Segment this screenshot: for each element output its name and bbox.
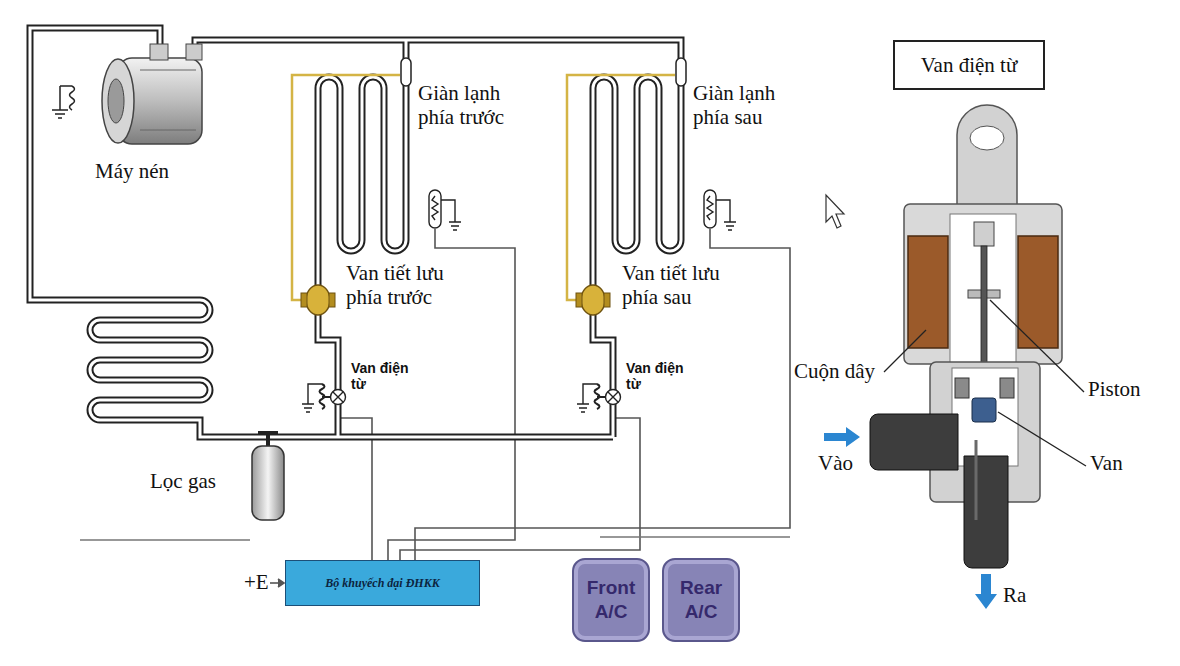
- compressor-fitting: [150, 44, 168, 60]
- wires: [80, 229, 790, 587]
- valve-circle: [331, 390, 346, 405]
- wire: [415, 229, 790, 560]
- compressor-pulley: [102, 59, 134, 143]
- receiver-drier: [252, 433, 284, 520]
- valve-cross: [608, 392, 618, 402]
- part-label: Van tiết lưu phía sau: [622, 262, 760, 309]
- mouse-cursor: [826, 195, 844, 228]
- part-label: Van tiết lưu phía trước: [346, 262, 484, 309]
- control-button: Front A/C: [572, 558, 650, 642]
- hanger-hole: [970, 126, 1004, 150]
- control-button: Rear A/C: [662, 558, 740, 642]
- part-label: Van điện từ: [351, 360, 417, 392]
- pipe-inner: [30, 28, 613, 437]
- valve-cross: [333, 392, 343, 402]
- ground-symbol: [52, 86, 75, 118]
- flow-label: Vào: [818, 452, 853, 476]
- part-label: Giàn lạnh phía sau: [693, 82, 815, 129]
- ground: [716, 200, 736, 230]
- flow-arrow-out: [975, 574, 997, 609]
- coil: [908, 236, 948, 348]
- box-text: Front A/C: [580, 576, 642, 624]
- valve-chamber: [952, 368, 1018, 466]
- compressor-rib: [140, 70, 196, 130]
- valve-cap: [604, 293, 610, 307]
- thermistor-rear: [704, 190, 736, 230]
- receiver-body: [252, 446, 284, 520]
- outlet-shade: [975, 440, 978, 520]
- part-label: Van điện từ: [626, 360, 692, 392]
- part-label: Van: [1090, 452, 1123, 476]
- valve-body: [306, 285, 330, 315]
- part-label: Lọc gas: [150, 470, 216, 494]
- valve-disc: [972, 398, 996, 422]
- flow-arrow-in: [824, 427, 860, 447]
- receiver-tee: [258, 433, 278, 446]
- coil: [1018, 236, 1058, 348]
- part-label: Giàn lạnh phía trước: [418, 82, 540, 129]
- valve-seat: [1000, 378, 1014, 398]
- leader-line: [990, 300, 1084, 392]
- flow-label: Ra: [1003, 584, 1026, 608]
- solenoid-coil: [595, 384, 606, 409]
- solenoid-valve-cutaway: [870, 105, 1062, 568]
- title-box: Van điện từ: [893, 40, 1045, 90]
- sensing-bulb: [401, 58, 411, 86]
- thermistor-body: [704, 190, 716, 228]
- leader-lines: [884, 300, 1086, 466]
- outlet-port: [964, 456, 1008, 568]
- ground: [441, 200, 461, 230]
- part-label: Piston: [1088, 378, 1141, 402]
- compressor: [102, 44, 202, 144]
- valve-cap: [576, 293, 582, 307]
- amplifier-box: Bộ khuyếch đại ĐHKK: [285, 560, 480, 606]
- pipes: [30, 28, 681, 437]
- wire: [338, 405, 372, 560]
- solenoid-symbol-rear: [577, 384, 621, 412]
- inlet-port: [870, 414, 958, 470]
- valve-circle: [606, 390, 621, 405]
- part-label: Máy nén: [95, 160, 169, 184]
- leader-line: [884, 330, 926, 372]
- sensing-bulb: [676, 58, 686, 86]
- wire: [278, 579, 284, 587]
- valve-body: [581, 285, 605, 315]
- pipe-outline: [30, 28, 613, 437]
- thermistor-element: [432, 196, 438, 220]
- clutch-coil: [60, 86, 75, 110]
- valve-hanger: [957, 105, 1017, 205]
- box-text: Rear A/C: [670, 576, 732, 624]
- thermistor-body: [429, 190, 441, 228]
- ground: [302, 384, 322, 412]
- compressor-hub: [108, 79, 124, 123]
- thermistor-element: [707, 196, 713, 220]
- ground: [577, 384, 597, 412]
- valve-seat: [955, 378, 969, 398]
- compressor-fitting: [186, 44, 202, 60]
- solenoid-coil: [320, 384, 331, 409]
- valve-cap: [329, 293, 335, 307]
- valve-cap: [301, 293, 307, 307]
- signal-label: +E: [244, 571, 269, 595]
- thermistor-front: [429, 190, 461, 230]
- solenoid-symbol-front: [302, 384, 346, 412]
- ground: [52, 86, 68, 118]
- plunger-bolt: [974, 222, 994, 246]
- leader-line: [998, 412, 1086, 466]
- panel-line: [80, 537, 790, 540]
- part-label: Cuộn dây: [794, 360, 875, 384]
- box-text: Van điện từ: [921, 53, 1018, 78]
- pipe-inner: [195, 40, 681, 88]
- box-text: Bộ khuyếch đại ĐHKK: [325, 575, 439, 591]
